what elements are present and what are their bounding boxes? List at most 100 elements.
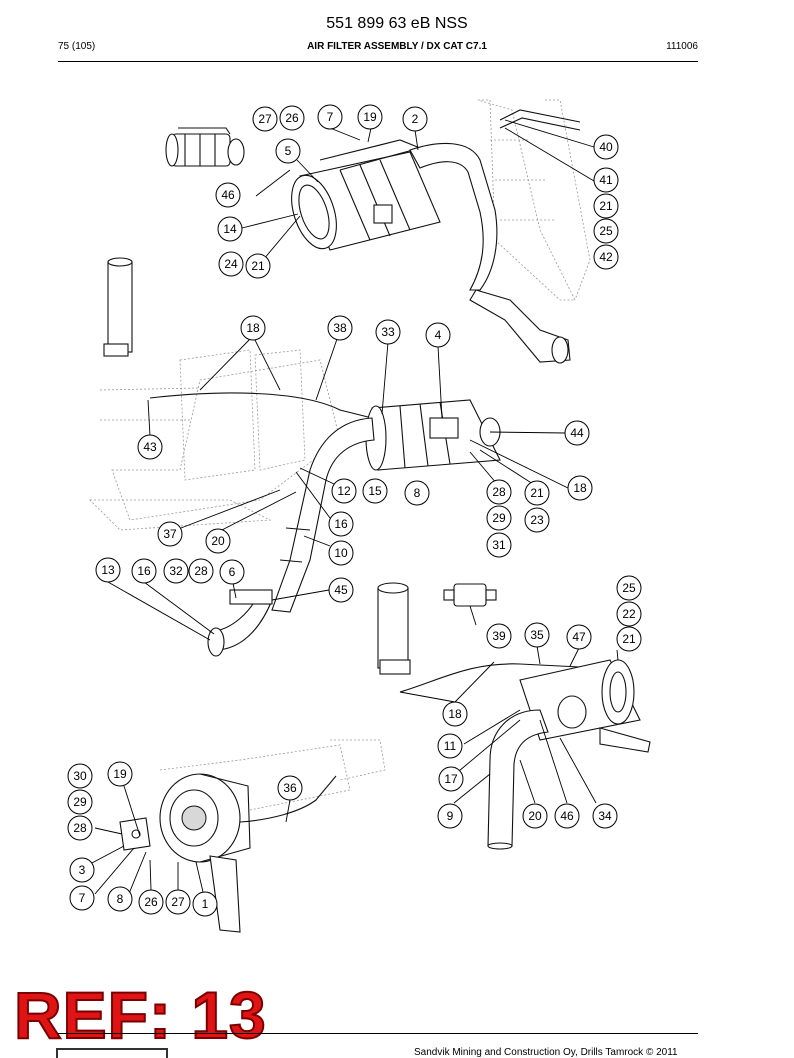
svg-text:2: 2 bbox=[412, 112, 419, 126]
svg-text:26: 26 bbox=[285, 111, 299, 125]
callout-44: 44 bbox=[564, 420, 590, 446]
document-number: 551 899 63 eB NSS bbox=[326, 15, 468, 32]
svg-text:25: 25 bbox=[622, 581, 636, 595]
filter-housing-right bbox=[519, 659, 651, 753]
svg-text:13: 13 bbox=[101, 563, 115, 577]
svg-text:27: 27 bbox=[171, 895, 185, 909]
exhaust-stack-right bbox=[377, 582, 411, 675]
svg-text:21: 21 bbox=[622, 632, 636, 646]
callout-23: 23 bbox=[524, 507, 550, 533]
callout-26: 26 bbox=[279, 105, 305, 131]
callouts-middle: 18 38 33 4 43 44 12 15 8 28 21 18 37 20 … bbox=[95, 315, 593, 603]
svg-text:33: 33 bbox=[381, 325, 395, 339]
svg-text:22: 22 bbox=[622, 607, 636, 621]
svg-text:41: 41 bbox=[599, 173, 613, 187]
callout-27b: 27 bbox=[165, 889, 191, 915]
svg-text:34: 34 bbox=[598, 809, 612, 823]
callout-20b: 20 bbox=[522, 803, 548, 829]
callout-25: 25 bbox=[593, 218, 619, 244]
callout-25b: 25 bbox=[616, 575, 642, 601]
callout-40: 40 bbox=[593, 134, 619, 160]
svg-text:47: 47 bbox=[572, 630, 586, 644]
callout-21c: 21 bbox=[524, 480, 550, 506]
callout-13: 13 bbox=[95, 557, 121, 583]
svg-text:6: 6 bbox=[229, 565, 236, 579]
callout-8: 8 bbox=[404, 480, 430, 506]
callout-19: 19 bbox=[357, 104, 383, 130]
callout-42: 42 bbox=[593, 244, 619, 270]
callout-41: 41 bbox=[593, 167, 619, 193]
callouts-right: 25 22 39 35 47 21 18 11 17 9 20 46 34 bbox=[437, 575, 642, 829]
svg-text:9: 9 bbox=[447, 809, 454, 823]
callout-9: 9 bbox=[437, 803, 463, 829]
callout-14: 14 bbox=[217, 216, 243, 242]
callout-34: 34 bbox=[592, 803, 618, 829]
callout-19b: 19 bbox=[107, 761, 133, 787]
bracket-3 bbox=[119, 817, 151, 851]
svg-text:39: 39 bbox=[492, 629, 506, 643]
small-filter-46 bbox=[165, 127, 245, 167]
svg-text:29: 29 bbox=[73, 795, 87, 809]
top-assembly bbox=[165, 99, 591, 364]
sandvik-logo bbox=[56, 1048, 168, 1058]
svg-text:44: 44 bbox=[570, 426, 584, 440]
callout-27: 27 bbox=[252, 106, 278, 132]
callout-17: 17 bbox=[438, 766, 464, 792]
svg-text:5: 5 bbox=[285, 144, 292, 158]
callout-1: 1 bbox=[192, 891, 218, 917]
callout-35: 35 bbox=[524, 622, 550, 648]
wire-harness-38 bbox=[149, 392, 441, 426]
svg-text:8: 8 bbox=[117, 892, 124, 906]
lower-elbow-13 bbox=[207, 589, 273, 657]
callout-15: 15 bbox=[362, 478, 388, 504]
svg-text:36: 36 bbox=[283, 781, 297, 795]
svg-text:28: 28 bbox=[194, 564, 208, 578]
page-number: 75 (105) bbox=[58, 41, 96, 52]
top-ghost-frame bbox=[477, 99, 591, 301]
svg-text:16: 16 bbox=[137, 564, 151, 578]
svg-text:45: 45 bbox=[334, 583, 348, 597]
callout-7: 7 bbox=[317, 104, 343, 130]
svg-text:31: 31 bbox=[492, 538, 506, 552]
svg-text:19: 19 bbox=[113, 767, 127, 781]
svg-text:3: 3 bbox=[79, 863, 86, 877]
svg-text:7: 7 bbox=[327, 110, 334, 124]
ghost-frame-bottom bbox=[159, 739, 386, 811]
svg-text:1: 1 bbox=[202, 897, 209, 911]
svg-text:10: 10 bbox=[334, 546, 348, 560]
callout-47: 47 bbox=[566, 624, 592, 650]
svg-text:17: 17 bbox=[444, 772, 458, 786]
svg-text:20: 20 bbox=[211, 534, 225, 548]
callout-21d: 21 bbox=[616, 626, 642, 652]
svg-text:15: 15 bbox=[368, 484, 382, 498]
svg-text:8: 8 bbox=[414, 486, 421, 500]
callout-21b: 21 bbox=[593, 193, 619, 219]
middle-ghost-frame bbox=[89, 349, 341, 531]
callout-18c: 18 bbox=[442, 701, 468, 727]
svg-text:12: 12 bbox=[337, 484, 351, 498]
callout-28b: 28 bbox=[188, 558, 214, 584]
callout-12: 12 bbox=[331, 478, 357, 504]
svg-text:28: 28 bbox=[492, 485, 506, 499]
callout-39: 39 bbox=[486, 623, 512, 649]
reference-stamp: REF: 13 bbox=[13, 978, 267, 1052]
callout-2: 2 bbox=[402, 106, 428, 132]
svg-text:16: 16 bbox=[334, 517, 348, 531]
breather-pipe bbox=[499, 109, 581, 131]
callout-26b: 26 bbox=[138, 889, 164, 915]
callout-36: 36 bbox=[277, 775, 303, 801]
callout-30: 30 bbox=[67, 763, 93, 789]
svg-text:37: 37 bbox=[163, 527, 177, 541]
svg-text:38: 38 bbox=[333, 321, 347, 335]
svg-text:24: 24 bbox=[224, 257, 238, 271]
callout-7b: 7 bbox=[69, 885, 95, 911]
svg-text:28: 28 bbox=[73, 821, 87, 835]
svg-text:42: 42 bbox=[599, 250, 613, 264]
callout-43: 43 bbox=[137, 434, 163, 460]
callout-8b: 8 bbox=[107, 886, 133, 912]
svg-text:27: 27 bbox=[258, 112, 272, 126]
callout-5: 5 bbox=[275, 138, 301, 164]
svg-text:46: 46 bbox=[221, 188, 235, 202]
callout-21: 21 bbox=[245, 253, 271, 279]
footer-rule bbox=[58, 1033, 698, 1034]
